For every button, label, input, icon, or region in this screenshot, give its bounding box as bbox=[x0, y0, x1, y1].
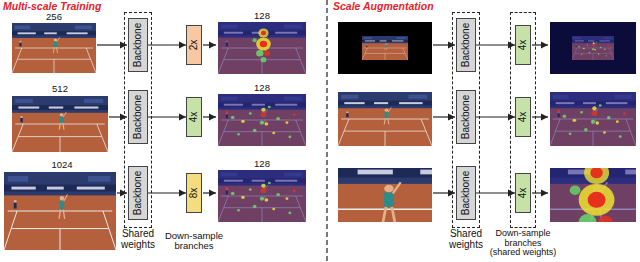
flow-arrows bbox=[97, 45, 548, 193]
module-box: Backbone bbox=[456, 18, 476, 72]
augmented-images bbox=[268, 22, 503, 262]
size-label: 128 bbox=[242, 11, 282, 21]
module-label: 4x bbox=[189, 112, 199, 123]
module-label: Backbone bbox=[461, 171, 471, 215]
module-label: 8x bbox=[189, 188, 199, 199]
size-label: Down-sample branches bbox=[163, 231, 225, 252]
separator-line bbox=[326, 0, 327, 262]
shared-group: Shared weightsBackboneBackboneBackbone bbox=[452, 12, 480, 228]
group-label: Shared weights bbox=[444, 229, 488, 251]
module-label: 4x bbox=[518, 40, 528, 51]
module-box: Backbone bbox=[456, 166, 476, 220]
module-box: Backbone bbox=[128, 18, 148, 72]
module-box: 2x bbox=[186, 25, 202, 65]
module-label: 2x bbox=[189, 40, 199, 51]
panel-title: Scale Augmentation bbox=[333, 1, 434, 12]
module-box: 4x bbox=[186, 97, 202, 137]
input-images bbox=[4, 23, 116, 250]
module-box: 4x bbox=[515, 25, 531, 65]
module-box: Backbone bbox=[128, 90, 148, 144]
module-box: Backbone bbox=[128, 166, 148, 220]
module-label: Backbone bbox=[133, 171, 143, 215]
shared-group: Shared weightsBackboneBackboneBackbone bbox=[124, 12, 152, 228]
size-label: 1024 bbox=[42, 160, 82, 170]
module-label: 4x bbox=[518, 188, 528, 199]
size-label: 128 bbox=[242, 159, 282, 169]
size-label: 256 bbox=[34, 12, 74, 22]
group-label: Down-sample branches (shared weights) bbox=[488, 229, 558, 258]
size-label: 128 bbox=[242, 83, 282, 93]
module-box: 4x bbox=[515, 97, 531, 137]
flow-arrow bbox=[148, 192, 186, 193]
module-box: Backbone bbox=[456, 90, 476, 144]
module-label: Backbone bbox=[133, 23, 143, 67]
heatmap-outputs bbox=[218, 22, 306, 222]
group-label: Shared weights bbox=[116, 229, 160, 251]
module-box: 8x bbox=[186, 173, 202, 213]
flow-arrow bbox=[148, 44, 186, 45]
shared-group: Down-sample branches (shared weights)4x4… bbox=[510, 12, 536, 228]
module-box: 4x bbox=[515, 173, 531, 213]
module-label: 4x bbox=[518, 112, 528, 123]
module-label: Backbone bbox=[461, 23, 471, 67]
module-label: Backbone bbox=[133, 95, 143, 139]
panel-title: Multi-scale Training bbox=[3, 1, 101, 12]
module-label: Backbone bbox=[461, 95, 471, 139]
augmented-outputs bbox=[486, 22, 640, 262]
size-label: 512 bbox=[40, 84, 80, 94]
flow-arrow bbox=[148, 116, 186, 117]
